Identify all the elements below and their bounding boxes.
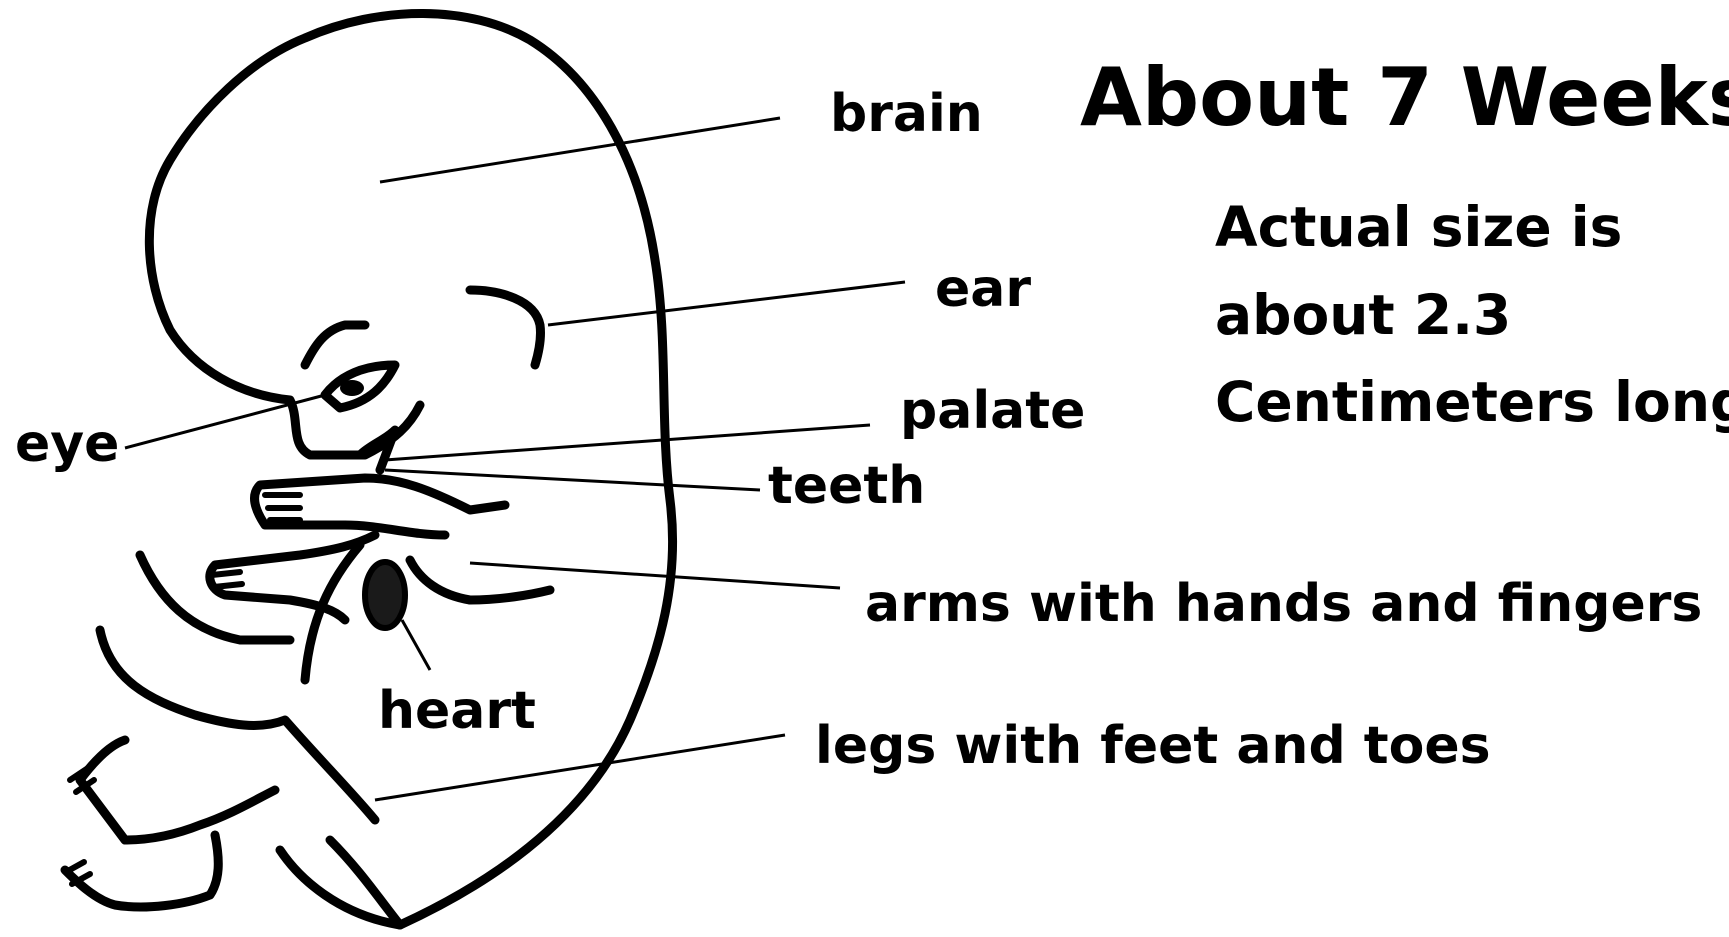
- size-note-line1: Actual size is: [1215, 200, 1622, 255]
- label-eye: eye: [15, 418, 119, 470]
- lower-leg-shape: [65, 740, 275, 907]
- eyebrow-shape: [305, 325, 365, 365]
- leader-palate: [385, 425, 870, 460]
- ear-shape: [470, 290, 541, 365]
- heart-shape: [365, 562, 405, 628]
- embryo-body-outline: [149, 13, 672, 925]
- leader-heart: [402, 620, 430, 670]
- upper-leg-shape: [100, 630, 375, 820]
- leader-arms: [470, 563, 840, 588]
- leader-teeth: [385, 470, 760, 490]
- size-note-line3: Centimeters long.: [1215, 375, 1729, 430]
- label-teeth: teeth: [768, 460, 925, 512]
- label-palate: palate: [900, 385, 1085, 437]
- pupil-shape: [340, 380, 364, 396]
- size-note-line2: about 2.3: [1215, 288, 1511, 343]
- lower-fingers: [212, 572, 242, 587]
- label-arms: arms with hands and fingers: [865, 578, 1702, 630]
- leader-brain: [380, 118, 780, 182]
- label-legs: legs with feet and toes: [815, 720, 1491, 772]
- label-ear: ear: [935, 263, 1031, 315]
- label-heart: heart: [378, 685, 536, 737]
- diagram-title: About 7 Weeks: [1080, 58, 1729, 138]
- label-brain: brain: [830, 88, 983, 140]
- leader-ear: [548, 282, 905, 325]
- leader-legs: [375, 735, 785, 800]
- upper-fingers: [265, 495, 300, 520]
